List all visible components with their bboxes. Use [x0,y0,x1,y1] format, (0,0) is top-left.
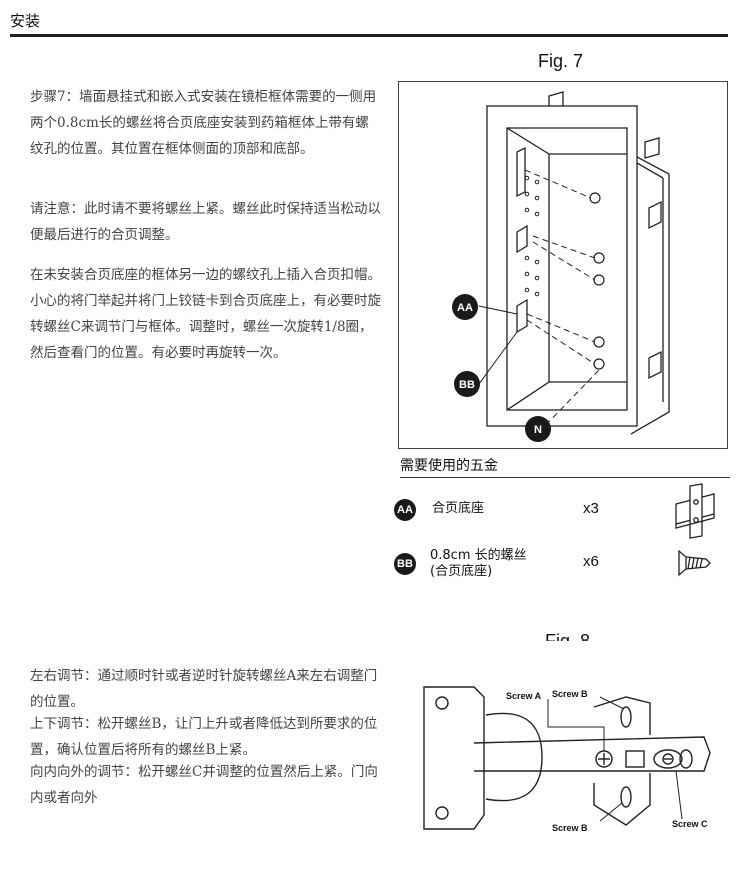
figure-8-title: Fig. 8 [545,631,591,641]
hardware-divider [400,477,730,478]
svg-text:AA: AA [457,302,473,314]
adjust-in-out: 向内向外的调节：松开螺丝C并调整的位置然后上紧。门向内或者向外 [30,764,378,806]
header-divider [10,34,728,37]
hardware-item-qty: x6 [583,553,599,570]
step7-paragraph-1: 步骤7：墙面悬挂式和嵌入式安装在镜柜框体需要的一侧用两个0.8cm长的螺丝将合页… [30,89,377,157]
callout-n: N [525,416,551,442]
label-screw-c: Screw C [672,819,708,829]
hardware-badge-bb: BB [394,553,416,575]
svg-text:N: N [534,424,542,436]
hinge-diagram: Screw A Screw B Screw B Screw C [414,675,724,844]
step7-paragraph-2: 请注意：此时请不要将螺丝上紧。螺丝此时保持适当松动以便最后进行的合页调整。 [30,201,381,243]
hardware-item-name: 合页底座 [432,501,485,516]
hardware-item-qty: x3 [583,500,599,517]
screw-icon [676,549,712,581]
callout-aa: AA [452,294,478,320]
label-screw-b-bottom: Screw B [552,823,588,833]
callout-bb: BB [454,371,480,397]
figure-7-title: Fig. 7 [538,51,584,71]
cabinet-diagram: AA BB N [452,91,670,442]
adjust-up-down: 上下调节：松开螺丝B，让门上升或者降低达到所要求的位置，确认位置后将所有的螺丝B… [30,716,378,758]
adjust-left-right: 左右调节：通过顺时针或者逆时针旋转螺丝A来左右调整门的位置。 [30,668,378,710]
hardware-badge-aa: AA [394,499,416,521]
hardware-item-name: 0.8cm 长的螺丝 [430,548,527,563]
label-screw-a: Screw A [506,691,542,701]
figure-7-frame: AA BB N [398,81,728,449]
svg-text:BB: BB [459,379,475,391]
hardware-item-name-sub: (合页底座) [430,564,493,579]
hinge-base-icon [668,482,724,544]
figure-8-title-clip: Fig. 8 [520,628,640,641]
label-screw-b-top: Screw B [552,689,588,699]
section-title: 安装 [10,12,41,30]
step7-paragraph-3: 在未安装合页底座的框体另一边的螺纹孔上插入合页扣帽。小心的将门举起并将门上铰链卡… [30,267,381,361]
hardware-title: 需要使用的五金 [400,458,498,474]
